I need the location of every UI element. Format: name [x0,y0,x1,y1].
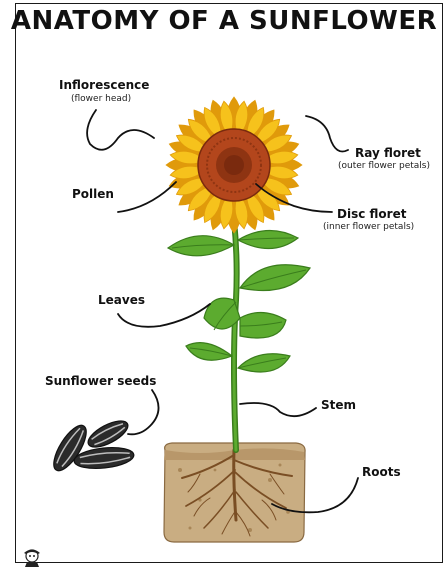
label-leaves: Leaves [98,293,145,307]
label-pollen: Pollen [72,187,114,201]
label-disc-floret: Disc floret [337,207,406,221]
leader-seeds [128,390,159,434]
label-seeds: Sunflower seeds [45,374,156,388]
label-inflorescence: Inflorescence [59,78,149,92]
leader-pollen [118,182,176,212]
note-inflorescence: (flower head) [71,94,131,105]
leader-leaves [118,304,210,327]
leader-stem [240,403,316,416]
note-disc-floret: (inner flower petals) [323,222,414,233]
flower-head [166,97,302,233]
leader-ray-floret [306,116,348,152]
mascot-icon [19,547,45,567]
note-ray-floret: (outer flower petals) [338,161,430,172]
label-stem: Stem [321,398,356,412]
leader-inflorescence [87,110,154,150]
sunflower-seeds [48,416,135,476]
label-roots: Roots [362,465,401,479]
label-ray-floret: Ray floret [355,146,421,160]
